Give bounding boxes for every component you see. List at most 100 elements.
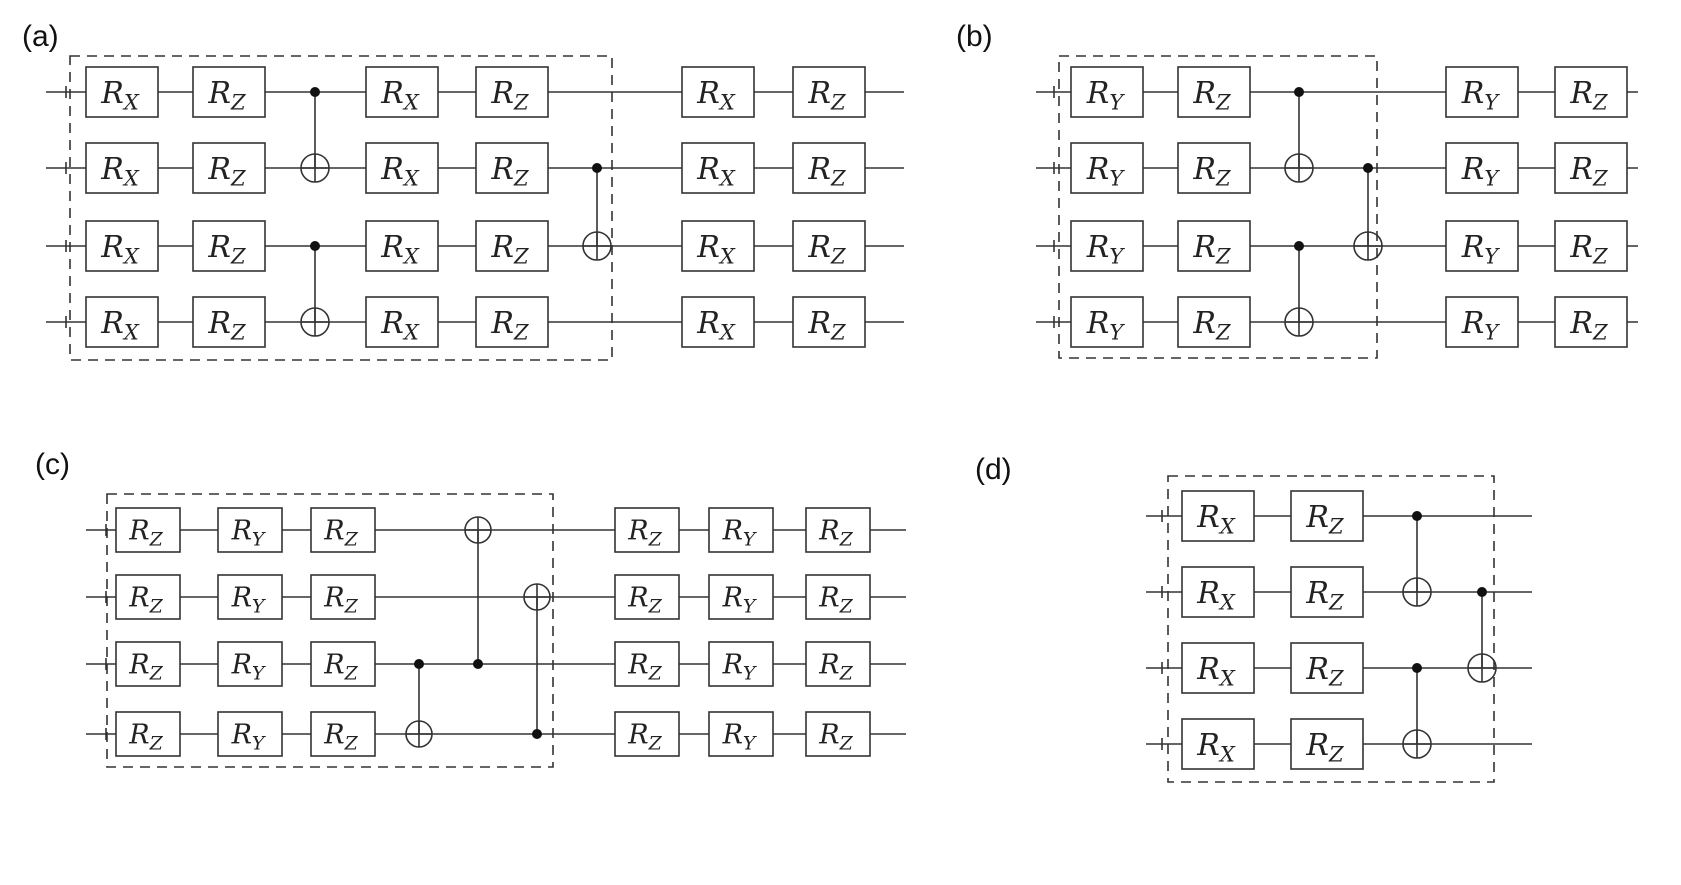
panel-a-gate-c2-q1-box <box>365 142 439 194</box>
panel-a-gate-c3-q1-label: RZ <box>490 152 529 191</box>
panel-label-a: (a) <box>22 20 59 53</box>
panel-a-gate-c0-q1-label: RX <box>100 152 140 191</box>
panel-c-gate-c4-q0-label: RY <box>722 516 757 551</box>
panel-a-gate-c2-q0-label: RX <box>380 76 420 115</box>
panel-c-gate-c0-q1-box <box>115 574 181 620</box>
panel-a-gate-c4-q0-label: RX <box>696 76 736 115</box>
panel-d-gate-c0-q1-label: RX <box>1196 576 1236 615</box>
panel-a-gate-c2-q0-box <box>365 66 439 118</box>
panel-b-gate-c3-q2-label: RZ <box>1569 230 1608 269</box>
panel-d-cnot-1-control <box>1412 663 1422 673</box>
panel-c-gate-c1-q2-box <box>217 641 283 687</box>
panel-b-gate-c1-q1-label: RZ <box>1192 152 1231 191</box>
panel-d-gate-c0-q3-label: RX <box>1196 728 1236 767</box>
panel-a-gate-c3-q0-label: RZ <box>490 76 529 115</box>
panel-b-cnot-0-control <box>1294 87 1304 97</box>
panel-c-gate-c5-q1-label: RZ <box>818 583 853 618</box>
panel-d-gate-c1-q2-box <box>1290 642 1364 694</box>
panel-c-gate-c1-q1-box <box>217 574 283 620</box>
panel-d-gate-c0-q2-box <box>1181 642 1255 694</box>
panel-c-gate-c0-q2-box <box>115 641 181 687</box>
panel-b-gate-c3-q0-label: RZ <box>1569 76 1608 115</box>
panel-c-gate-c0-q1-label: RZ <box>128 583 163 618</box>
panel-c-gate-c4-q2-label: RY <box>722 650 757 685</box>
panel-c-gate-c2-q1-box <box>310 574 376 620</box>
panel-a-gate-c3-q0-box <box>475 66 549 118</box>
panel-b-gate-c0-q0-box <box>1070 66 1144 118</box>
panel-c-gate-c5-q1-box <box>805 574 871 620</box>
panel-c-gate-c3-q2-label: RZ <box>627 650 662 685</box>
panel-a-gate-c0-q0-label: RX <box>100 76 140 115</box>
panel-a-gate-c2-q3-label: RX <box>380 306 420 345</box>
panel-b-gate-c3-q1-box <box>1554 142 1628 194</box>
panel-b-gate-c2-q0-box <box>1445 66 1519 118</box>
panel-a-gate-c0-q2-box <box>85 220 159 272</box>
panel-c-gate-c4-q1-label: RY <box>722 583 757 618</box>
panel-c-gate-c3-q0-box <box>614 507 680 553</box>
panel-a-gate-c2-q2-label: RX <box>380 230 420 269</box>
panel-a-gate-c3-q2-box <box>475 220 549 272</box>
panel-c-cnot-0-control <box>414 659 424 669</box>
panel-d-gate-c0-q0-box <box>1181 490 1255 542</box>
panel-d-gate-c1-q1-label: RZ <box>1305 576 1344 615</box>
panel-b-gate-c1-q2-box <box>1177 220 1251 272</box>
panel-a-gate-c5-q0-label: RZ <box>807 76 846 115</box>
panel-b-gate-c0-q1-label: RY <box>1086 152 1126 191</box>
panel-a-gate-c4-q3-box <box>681 296 755 348</box>
panel-a-gate-c1-q1-label: RZ <box>207 152 246 191</box>
panel-a-gate-c3-q3-label: RZ <box>490 306 529 345</box>
panel-c-gate-c1-q1-label: RY <box>231 583 266 618</box>
panel-a-gate-c0-q3-box <box>85 296 159 348</box>
panel-a-gate-c2-q3-box <box>365 296 439 348</box>
panel-b-gate-c1-q3-label: RZ <box>1192 306 1231 345</box>
panel-d-gate-c1-q1-box <box>1290 566 1364 618</box>
panel-d-gate-c0-q0-label: RX <box>1196 500 1236 539</box>
panel-a-gate-c0-q3-label: RX <box>100 306 140 345</box>
panel-a-gate-c4-q2-box <box>681 220 755 272</box>
panel-c-gate-c4-q2-box <box>708 641 774 687</box>
panel-b-gate-c2-q0-label: RY <box>1461 76 1501 115</box>
panel-a-gate-c5-q2-box <box>792 220 866 272</box>
panel-c-gate-c4-q1-box <box>708 574 774 620</box>
panel-a-gate-c3-q3-box <box>475 296 549 348</box>
panel-a-gate-c1-q2-label: RZ <box>207 230 246 269</box>
panel-b-gate-c0-q1-box <box>1070 142 1144 194</box>
panel-d-dashed-box <box>1167 475 1495 783</box>
panel-a-gate-c1-q3-box <box>192 296 266 348</box>
panel-b-gate-c0-q2-label: RY <box>1086 230 1126 269</box>
panel-a-gate-c0-q2-label: RX <box>100 230 140 269</box>
panel-a-gate-c4-q1-label: RX <box>696 152 736 191</box>
panel-b-gate-c1-q3-box <box>1177 296 1251 348</box>
panel-c-gate-c3-q2-box <box>614 641 680 687</box>
panel-c-gate-c1-q2-label: RY <box>231 650 266 685</box>
panel-a-gate-c4-q0-box <box>681 66 755 118</box>
panel-a-gate-c5-q2-label: RZ <box>807 230 846 269</box>
panel-c-gate-c4-q3-box <box>708 711 774 757</box>
panel-a-gate-c4-q3-label: RX <box>696 306 736 345</box>
panel-c-gate-c5-q0-label: RZ <box>818 516 853 551</box>
panel-c-gate-c0-q3-label: RZ <box>128 720 163 755</box>
panel-b-gate-c3-q3-box <box>1554 296 1628 348</box>
panel-d-gate-c1-q3-label: RZ <box>1305 728 1344 767</box>
panel-c-gate-c5-q0-box <box>805 507 871 553</box>
panel-a-gate-c0-q1-box <box>85 142 159 194</box>
panel-c-cnot-2-control <box>532 729 542 739</box>
panel-c-cnot-1-control <box>473 659 483 669</box>
panel-a-gate-c2-q2-box <box>365 220 439 272</box>
panel-c-gate-c4-q3-label: RY <box>722 720 757 755</box>
panel-b-gate-c1-q1-box <box>1177 142 1251 194</box>
panel-b-gate-c0-q0-label: RY <box>1086 76 1126 115</box>
panel-label-b: (b) <box>956 20 993 53</box>
panel-b-gate-c1-q0-label: RZ <box>1192 76 1231 115</box>
panel-d-gate-c0-q1-box <box>1181 566 1255 618</box>
panel-d-gate-c1-q2-label: RZ <box>1305 652 1344 691</box>
panel-a-gate-c5-q3-label: RZ <box>807 306 846 345</box>
panel-b-gate-c0-q2-box <box>1070 220 1144 272</box>
panel-b-gate-c0-q3-box <box>1070 296 1144 348</box>
panel-b-gate-c3-q2-box <box>1554 220 1628 272</box>
panel-c-gate-c2-q3-box <box>310 711 376 757</box>
panel-c-gate-c3-q3-box <box>614 711 680 757</box>
panel-c-gate-c5-q2-label: RZ <box>818 650 853 685</box>
panel-c-dashed-box <box>106 493 554 768</box>
panel-c-gate-c1-q0-label: RY <box>231 516 266 551</box>
